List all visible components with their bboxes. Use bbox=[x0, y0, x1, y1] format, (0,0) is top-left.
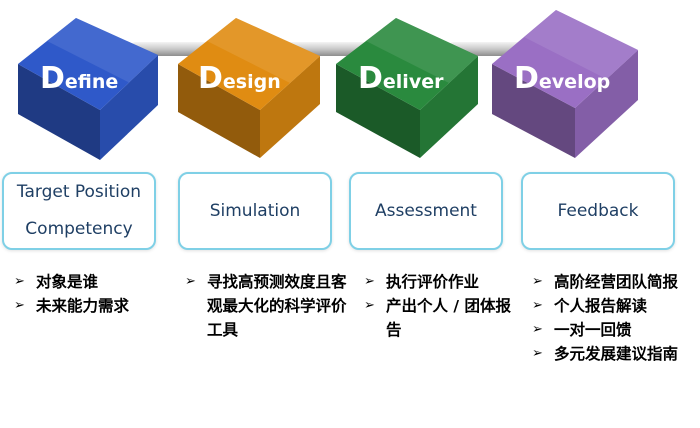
cube-label-define: Define bbox=[40, 61, 118, 96]
box-deliver: Assessment bbox=[349, 172, 503, 250]
box-line: Simulation bbox=[209, 200, 301, 221]
list-item: ➢ 一对一回馈 bbox=[532, 318, 682, 342]
cube-label-rest: efine bbox=[65, 71, 118, 93]
box-line: Feedback bbox=[557, 200, 639, 221]
list-item: ➢ 个人报告解读 bbox=[532, 294, 682, 318]
cube-right-face bbox=[420, 56, 478, 158]
list-item-text: 产出个人 / 团体报告 bbox=[386, 297, 511, 339]
cube-right-face bbox=[260, 56, 320, 158]
list-item: ➢ 高阶经营团队简报 bbox=[532, 270, 682, 294]
list-item-text: 执行评价作业 bbox=[386, 273, 480, 291]
cube-label-initial: D bbox=[358, 61, 383, 96]
cube-develop: Develop bbox=[492, 10, 638, 158]
arrowhead-bullet-icon: ➢ bbox=[14, 274, 25, 289]
items-design: ➢ 寻找高预测效度且客观最大化的科学评价工具 bbox=[185, 270, 348, 342]
cube-left-face bbox=[178, 64, 260, 158]
list-item: ➢ 多元发展建议指南 bbox=[532, 342, 682, 366]
cube-label-initial: D bbox=[198, 61, 223, 96]
list-item-text: 寻找高预测效度且客观最大化的科学评价工具 bbox=[207, 273, 347, 339]
arrowhead-bullet-icon: ➢ bbox=[532, 346, 543, 361]
cube-define: Define bbox=[18, 18, 158, 160]
arrowhead-bullet-icon: ➢ bbox=[532, 298, 543, 313]
arrowhead-bullet-icon: ➢ bbox=[364, 298, 375, 313]
cube-left-face bbox=[18, 64, 100, 160]
box-design: Simulation bbox=[178, 172, 332, 250]
cube-design: Design bbox=[178, 18, 320, 158]
cube-label-rest: evelop bbox=[539, 71, 610, 93]
box-develop: Feedback bbox=[521, 172, 675, 250]
cube-right-face bbox=[100, 55, 158, 160]
list-item-text: 高阶经营团队简报 bbox=[554, 273, 679, 291]
cube-label-initial: D bbox=[514, 61, 539, 96]
list-item: ➢ 未来能力需求 bbox=[14, 294, 174, 318]
cube-left-face bbox=[336, 64, 420, 158]
arrowhead-bullet-icon: ➢ bbox=[185, 274, 196, 289]
box-line: Competency bbox=[25, 219, 133, 239]
list-item-text: 多元发展建议指南 bbox=[554, 345, 679, 363]
cube-label-deliver: Deliver bbox=[358, 61, 444, 96]
arrowhead-bullet-icon: ➢ bbox=[14, 298, 25, 313]
cube-top-highlight bbox=[207, 18, 320, 83]
cube-left-face bbox=[492, 64, 575, 158]
list-item-text: 个人报告解读 bbox=[554, 297, 648, 315]
list-item: ➢ 产出个人 / 团体报告 bbox=[364, 294, 516, 342]
box-line: Assessment bbox=[375, 200, 477, 221]
cube-right-face bbox=[575, 50, 638, 158]
arrowhead-bullet-icon: ➢ bbox=[532, 274, 543, 289]
cube-top-highlight bbox=[47, 18, 158, 83]
arrowhead-bullet-icon: ➢ bbox=[532, 322, 543, 337]
items-deliver: ➢ 执行评价作业 ➢ 产出个人 / 团体报告 bbox=[364, 270, 516, 342]
list-item-text: 未来能力需求 bbox=[36, 297, 130, 315]
cube-label-rest: eliver bbox=[383, 71, 444, 93]
cube-label-initial: D bbox=[40, 61, 65, 96]
cube-deliver: Deliver bbox=[336, 18, 478, 158]
cube-top-highlight bbox=[524, 10, 638, 79]
cube-label-develop: Develop bbox=[514, 61, 610, 96]
list-item-text: 对象是谁 bbox=[36, 273, 99, 291]
list-item-text: 一对一回馈 bbox=[554, 321, 632, 339]
box-line: Target Position bbox=[16, 182, 142, 202]
cube-label-design: Design bbox=[198, 61, 281, 96]
list-item: ➢ 执行评价作业 bbox=[364, 270, 516, 294]
cube-top-highlight bbox=[366, 18, 478, 83]
list-item: ➢ 对象是谁 bbox=[14, 270, 174, 294]
items-develop: ➢ 高阶经营团队简报 ➢ 个人报告解读 ➢ 一对一回馈 ➢ 多元发展建议指南 bbox=[532, 270, 682, 366]
list-item: ➢ 寻找高预测效度且客观最大化的科学评价工具 bbox=[185, 270, 348, 342]
items-define: ➢ 对象是谁 ➢ 未来能力需求 bbox=[14, 270, 174, 318]
cube-label-rest: esign bbox=[223, 71, 281, 93]
arrowhead-bullet-icon: ➢ bbox=[364, 274, 375, 289]
